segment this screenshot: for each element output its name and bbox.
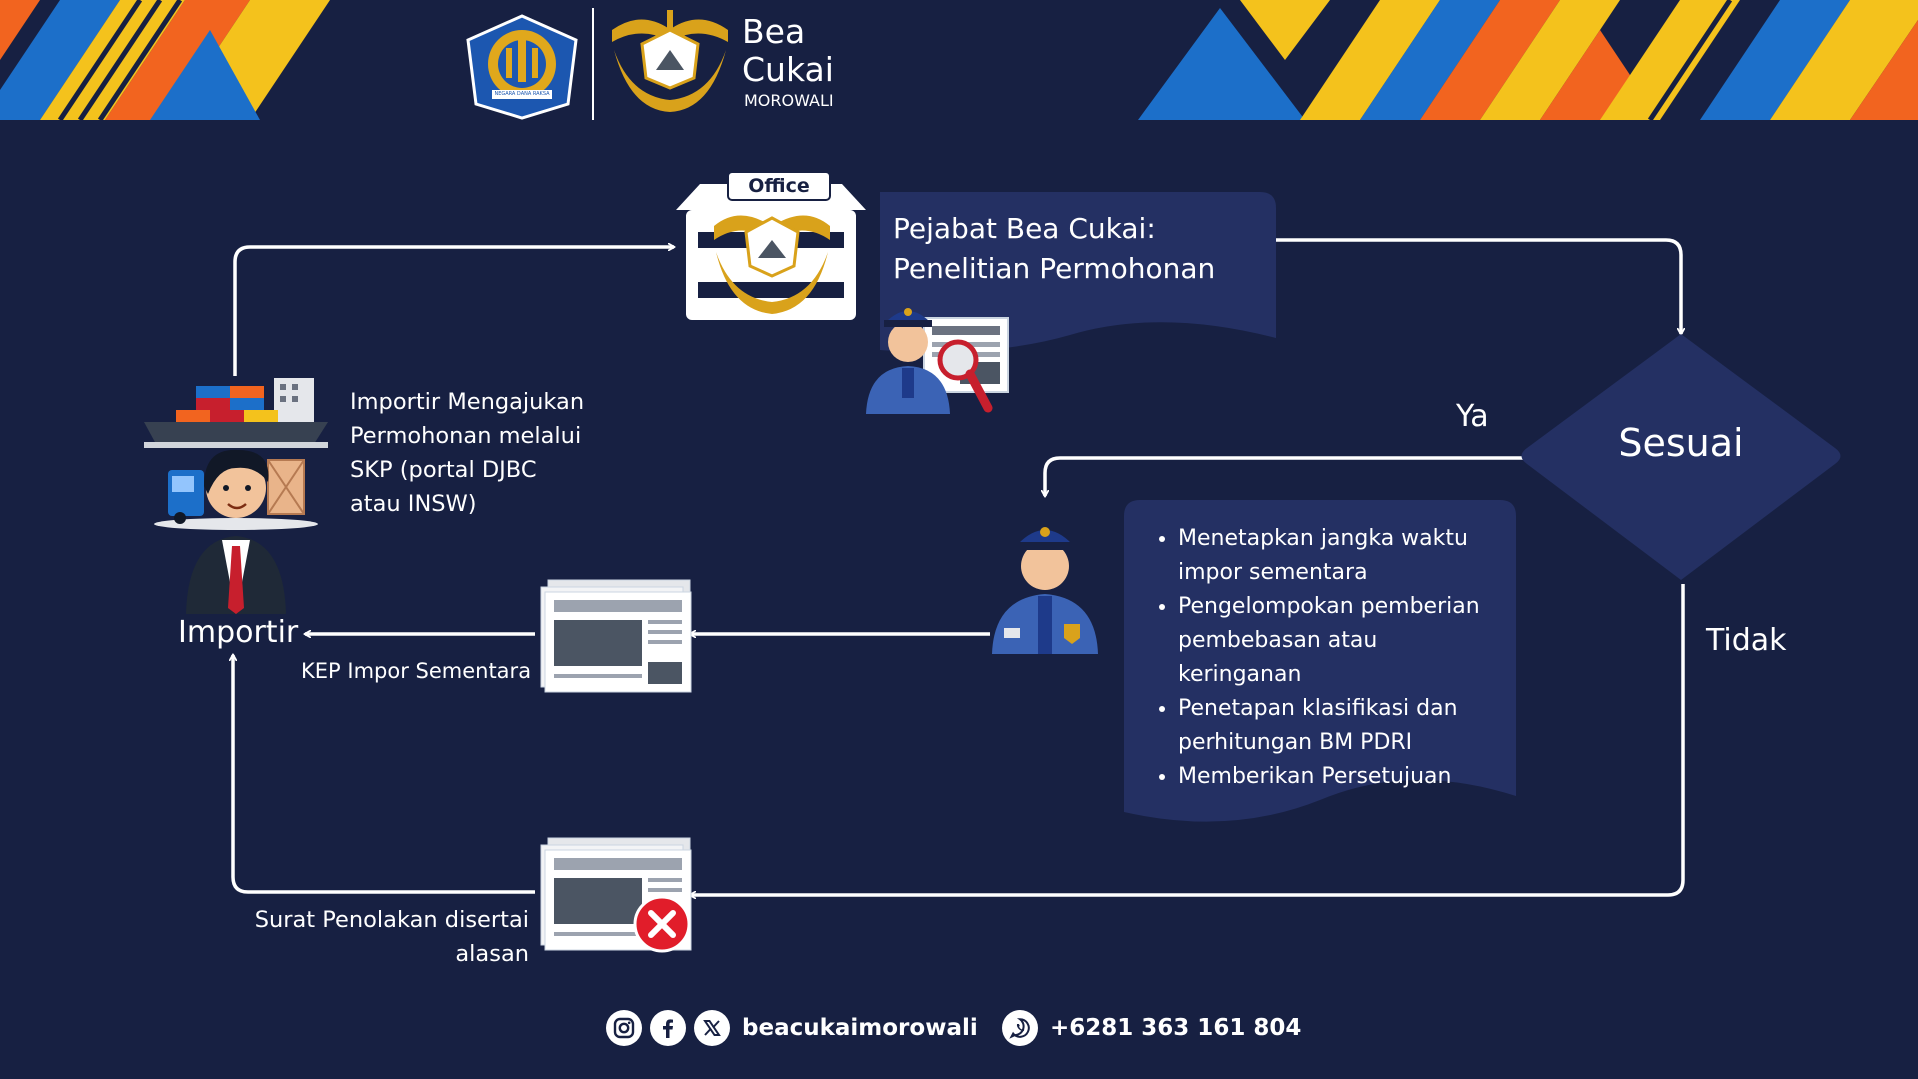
arrow-submit-to-office: [233, 247, 674, 376]
brand-name-line2: Cukai: [742, 50, 834, 89]
task-item: Menetapkan jangka waktu impor sementara: [1178, 522, 1504, 590]
kemenkeu-logo: [466, 14, 578, 120]
importer-illustration: [144, 378, 328, 614]
rejection-document-icon: [540, 837, 692, 953]
banner-pattern-left: [0, 0, 330, 120]
tasks-panel: [1124, 500, 1516, 822]
officer-panel: [880, 192, 1276, 353]
importer-desc-line: Importir Mengajukan: [350, 389, 585, 415]
banner-pattern-right: [1138, 0, 1918, 120]
office-building-icon: [676, 171, 866, 320]
bea-cukai-emblem: [612, 10, 728, 112]
task-item: Memberikan Persetujuan: [1178, 760, 1504, 794]
arrow-officer-to-decision: [1276, 238, 1681, 334]
decision-label: Sesuai: [1618, 421, 1744, 465]
instagram-icon[interactable]: [606, 1010, 642, 1046]
whatsapp-icon[interactable]: [1002, 1010, 1038, 1046]
importer-label: Importir: [178, 615, 299, 650]
arrow-yes: [1045, 456, 1530, 496]
facebook-icon[interactable]: [650, 1010, 686, 1046]
officer-inspector-icon: [866, 308, 1009, 414]
kep-document-icon: [540, 579, 692, 693]
kep-label: KEP Impor Sementara: [301, 659, 532, 683]
social-handle[interactable]: beacukaimorowali: [742, 1015, 978, 1041]
officer-title-line2: Penelitian Permohonan: [893, 252, 1216, 285]
yes-label: Ya: [1456, 399, 1489, 434]
arrow-rejection-to-importer: [233, 655, 535, 894]
task-list: Menetapkan jangka waktu impor sementara …: [1154, 522, 1504, 794]
phone-number[interactable]: +6281 363 161 804: [1050, 1015, 1302, 1041]
rejection-label-line: alasan: [455, 941, 529, 967]
importer-desc-line: SKP (portal DJBC: [350, 457, 537, 483]
footer-social: beacukaimorowali: [606, 1010, 978, 1046]
importer-desc-line: Permohonan melalui: [350, 423, 582, 449]
task-item: Penetapan klasifikasi dan perhitungan BM…: [1178, 692, 1504, 760]
brand-location: MOROWALI: [744, 91, 834, 110]
brand-name-line1: Bea: [742, 12, 806, 51]
seal-text: NEGARA DANA RAKSA: [494, 91, 550, 97]
officer-title-line1: Pejabat Bea Cukai:: [893, 212, 1156, 245]
importer-description: Importir Mengajukan Permohonan melalui S…: [350, 385, 584, 521]
decision-diamond: [1521, 334, 1841, 580]
footer-phone: +6281 363 161 804: [1002, 1010, 1301, 1046]
x-icon[interactable]: [694, 1010, 730, 1046]
rejection-label-line: Surat Penolakan disertai: [254, 907, 529, 933]
importer-desc-line: atau INSW): [350, 491, 477, 517]
rejection-label: Surat Penolakan disertai alasan: [210, 903, 529, 971]
task-item: Pengelompokan pemberian pembebasan atau …: [1178, 590, 1504, 692]
arrow-no: [690, 584, 1685, 895]
office-sign: Office: [748, 175, 810, 197]
no-label: Tidak: [1706, 623, 1787, 658]
officer-approver-icon: [992, 527, 1098, 654]
